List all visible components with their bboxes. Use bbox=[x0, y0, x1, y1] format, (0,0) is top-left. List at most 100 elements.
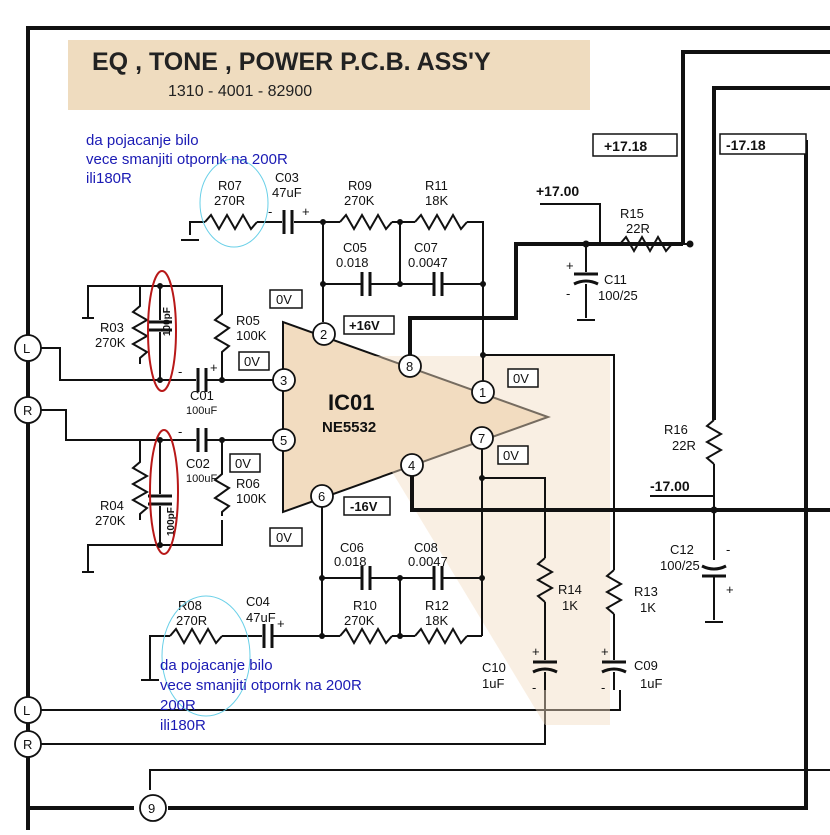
node-dot bbox=[397, 633, 403, 639]
plus16v-box bbox=[343, 315, 395, 335]
r11-ref: R11 bbox=[425, 178, 448, 193]
note-bottom-line3: 200R bbox=[160, 697, 196, 714]
c12-minus: - bbox=[726, 542, 730, 557]
c04-ref: C04 bbox=[246, 594, 270, 609]
c07-value: 0.0047 bbox=[408, 255, 448, 270]
r03-ref: R03 bbox=[100, 320, 124, 335]
terminal-r-bottom-label: R bbox=[23, 737, 32, 752]
c12-value: 100/25 bbox=[660, 558, 700, 573]
node-dot bbox=[710, 506, 718, 514]
note-bottom-line2: vece smanjiti otpornk na 200R bbox=[160, 677, 362, 694]
r08-ground-lead bbox=[149, 635, 170, 680]
rail-plus-1700: +17.00 bbox=[536, 183, 579, 199]
node-dot bbox=[157, 377, 163, 383]
c07-ref: C07 bbox=[414, 240, 438, 255]
minus16v-box bbox=[343, 496, 391, 516]
r06-value: 100K bbox=[236, 491, 267, 506]
c04-plus: + bbox=[277, 616, 285, 631]
pcb-shade bbox=[322, 356, 610, 725]
title-plate bbox=[68, 40, 590, 110]
r04-value: 270K bbox=[95, 513, 126, 528]
r06-ref: R06 bbox=[236, 476, 260, 491]
r11-value: 18K bbox=[425, 193, 448, 208]
rail-plus-1718: +17.18 bbox=[604, 138, 647, 154]
r14-resistor bbox=[535, 557, 555, 603]
c11-minus: - bbox=[566, 286, 570, 301]
rail-minus-wire bbox=[712, 86, 830, 420]
c06-value: 0.018 bbox=[334, 554, 367, 569]
c12-ref: C12 bbox=[670, 542, 694, 557]
r06-resistor bbox=[213, 470, 231, 516]
node-dot bbox=[397, 281, 403, 287]
c09-value: 1uF bbox=[640, 676, 662, 691]
c06-ref: C06 bbox=[340, 540, 364, 555]
c10-plate-b bbox=[532, 667, 558, 674]
c04-minus: - bbox=[253, 628, 257, 643]
input-r-wire bbox=[41, 409, 158, 441]
c09-ref: C09 bbox=[634, 658, 658, 673]
c09-plate-b bbox=[601, 667, 627, 674]
r14-value: 1K bbox=[562, 598, 578, 613]
node-dot bbox=[397, 219, 403, 225]
r13-value: 1K bbox=[640, 600, 656, 615]
zero-v-label-3: 0V bbox=[513, 371, 529, 386]
node-dot bbox=[219, 437, 225, 443]
pin4-supply-wire bbox=[410, 476, 830, 512]
c03-value: 47uF bbox=[272, 185, 302, 200]
plus16v-label: +16V bbox=[349, 318, 380, 333]
ground-return-wire-right bbox=[168, 140, 808, 810]
c02-ref: C02 bbox=[186, 456, 210, 471]
title-text: EQ , TONE , POWER P.C.B. ASS'Y bbox=[92, 48, 491, 76]
c08-value: 0.0047 bbox=[408, 554, 448, 569]
note-bottom-line4: ili180R bbox=[160, 717, 206, 734]
c08-ref: C08 bbox=[414, 540, 438, 555]
zero-v-box-2 bbox=[238, 351, 270, 371]
minus16v-label: -16V bbox=[350, 499, 378, 514]
c01-minus: - bbox=[178, 364, 182, 379]
c10-ref: C10 bbox=[482, 660, 506, 675]
r15-ref: R15 bbox=[620, 206, 644, 221]
pf-cap-top-label: 100pF bbox=[162, 307, 173, 336]
r05-value: 100K bbox=[236, 328, 267, 343]
r12-resistor bbox=[414, 626, 468, 646]
c10-minus: - bbox=[532, 680, 536, 695]
node-dot bbox=[157, 437, 163, 443]
node-dot bbox=[686, 240, 694, 248]
pin9-line bbox=[149, 769, 830, 790]
r14-top-wire bbox=[482, 477, 546, 558]
r04-ref: R04 bbox=[100, 498, 124, 513]
rail-box-plus bbox=[592, 133, 678, 157]
part-number: 1310 - 4001 - 82900 bbox=[168, 83, 312, 100]
r16-value: 22R bbox=[672, 438, 696, 453]
c11-plus: + bbox=[566, 258, 574, 273]
r15-value: 22R bbox=[626, 221, 650, 236]
r13-ref: R13 bbox=[634, 584, 658, 599]
output-l-wire bbox=[41, 690, 621, 711]
note-top-line1: da pojacanje bilo bbox=[86, 132, 199, 149]
c03-plus: + bbox=[302, 204, 310, 219]
zero-v-box-6 bbox=[269, 527, 303, 547]
note-top-line2: vece smanjiti otpornk na 200R bbox=[86, 151, 288, 168]
zero-v-label-6: 0V bbox=[276, 530, 292, 545]
c03-minus: - bbox=[268, 204, 272, 219]
r07-ref: R07 bbox=[218, 178, 242, 193]
ic-pin-4-label: 4 bbox=[408, 458, 415, 473]
ic01-ref: IC01 bbox=[328, 390, 374, 415]
terminal-r-top-label: R bbox=[23, 403, 32, 418]
node-dot bbox=[319, 575, 325, 581]
c11-value: 100/25 bbox=[598, 288, 638, 303]
pf-cap-bottom-highlight bbox=[149, 429, 179, 555]
rail-box-minus bbox=[719, 133, 807, 155]
zero-v-label-1: 0V bbox=[276, 292, 292, 307]
zero-v-label-5: 0V bbox=[503, 448, 519, 463]
r09-ref: R09 bbox=[348, 178, 372, 193]
pf-cap-bottom-label: 100pF bbox=[166, 507, 177, 536]
r13-resistor bbox=[604, 569, 624, 615]
c11-plate-b bbox=[573, 279, 599, 286]
r07-ground-lead bbox=[189, 221, 205, 235]
c04-value: 47uF bbox=[246, 610, 276, 625]
r11-to-output-wire bbox=[467, 221, 484, 381]
input-l-wire bbox=[41, 347, 158, 381]
